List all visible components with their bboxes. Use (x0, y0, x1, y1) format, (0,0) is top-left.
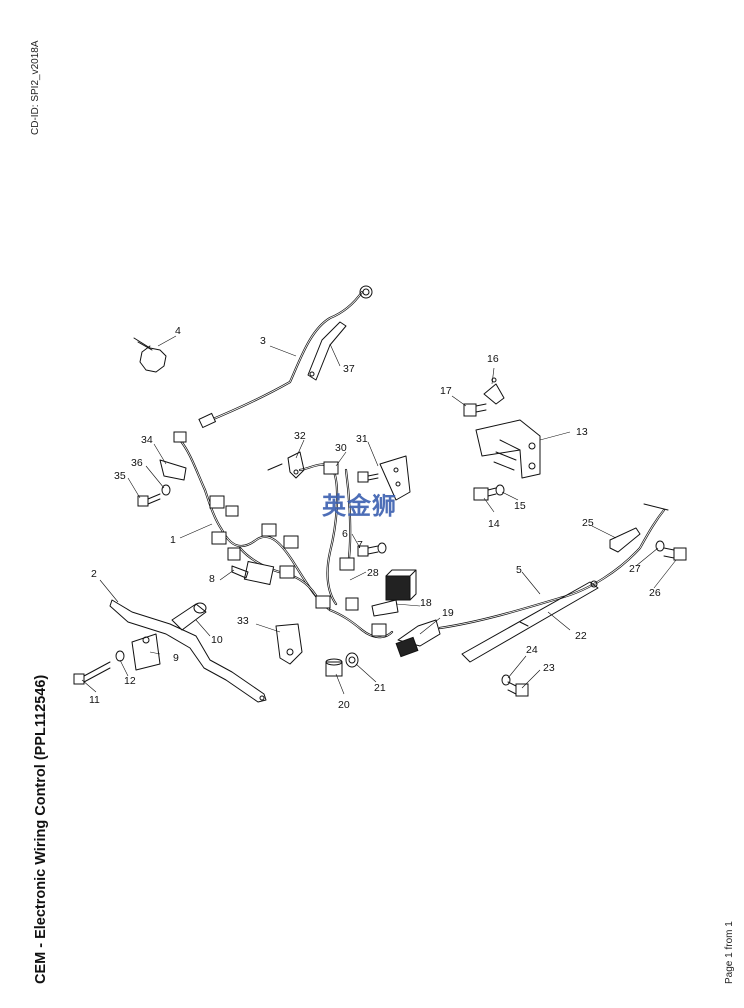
callout-25: 25 (582, 517, 594, 529)
part-5-bracket (461, 580, 599, 663)
part-4-cable-tie (133, 337, 167, 373)
callout-27: 27 (629, 563, 641, 575)
part-23-bolt (507, 681, 529, 697)
leader-lines (81, 335, 677, 695)
part-28-module (385, 569, 417, 601)
part-25-bracket (609, 527, 641, 553)
callout-28: 28 (367, 567, 379, 579)
callout-22: 22 (575, 630, 587, 642)
part-13-bracket (475, 419, 541, 479)
part-9-bracket (131, 633, 161, 671)
callout-10: 10 (211, 634, 223, 646)
callout-23: 23 (543, 662, 555, 674)
part-8-relay (231, 560, 275, 586)
callout-1: 1 (170, 534, 176, 546)
callout-17: 17 (440, 385, 452, 397)
part-37-bracket (307, 321, 347, 381)
callout-20: 20 (338, 699, 350, 711)
callout-30: 30 (335, 442, 347, 454)
part-26-bolt (663, 547, 687, 561)
part-12-washer (115, 650, 125, 662)
part-36-washer (161, 484, 171, 496)
callout-6: 6 (342, 528, 348, 540)
callout-32: 32 (294, 430, 306, 442)
part-21-washer (345, 652, 359, 668)
watermark-text: 英金狮 (322, 492, 397, 520)
part-17-bolt (463, 403, 487, 417)
part-20-bolt (325, 658, 343, 677)
part-31-bracket (379, 455, 411, 501)
part-19-connector (395, 503, 669, 658)
part-1-main-harness (173, 431, 394, 639)
part-15-washer (495, 484, 505, 496)
part-16-clip (483, 377, 505, 405)
callout-31: 31 (356, 433, 368, 445)
callout-19: 19 (442, 607, 454, 619)
callout-16: 16 (487, 353, 499, 365)
part-27-washer (655, 540, 665, 552)
part-18-clip (371, 599, 399, 617)
page-number: Page 1 from 1 (724, 921, 735, 984)
callout-5: 5 (516, 564, 522, 576)
callout-4: 4 (175, 325, 181, 337)
callouts: 1 2 3 4 5 6 7 8 9 10 11 12 13 14 15 16 1… (89, 325, 661, 711)
part-6-screw (357, 545, 379, 557)
callout-2: 2 (91, 568, 97, 580)
callout-21: 21 (374, 682, 386, 694)
callout-34: 34 (141, 434, 153, 446)
part-30-screw (357, 471, 379, 483)
part-10-bushing (171, 602, 207, 631)
callout-13: 13 (576, 426, 588, 438)
callout-11: 11 (89, 694, 100, 706)
callout-15: 15 (514, 500, 526, 512)
part-2-bracket (109, 599, 267, 703)
part-24-washer (501, 674, 511, 686)
callout-14: 14 (488, 518, 500, 530)
callout-35: 35 (114, 470, 126, 482)
callout-36: 36 (131, 457, 143, 469)
callout-24: 24 (526, 644, 538, 656)
callout-9: 9 (173, 652, 179, 664)
part-33-bracket (275, 623, 303, 665)
part-3-cable (198, 285, 373, 429)
callout-18: 18 (420, 597, 432, 609)
callout-3: 3 (260, 335, 266, 347)
part-11-bolt (73, 661, 111, 685)
callout-26: 26 (649, 587, 661, 599)
callout-7: 7 (357, 539, 363, 551)
part-34-bracket (159, 459, 187, 481)
part-14-bolt (473, 487, 497, 501)
part-35-bolt (137, 493, 161, 507)
callout-12: 12 (124, 675, 136, 687)
cd-id-label: CD-ID: SPI2_v2018A (30, 40, 41, 136)
callout-37: 37 (343, 363, 355, 375)
page-title: CEM - Electronic Wiring Control (PPL1125… (33, 674, 49, 984)
callout-33: 33 (237, 615, 249, 627)
part-32-clip (267, 451, 305, 479)
callout-8: 8 (209, 573, 215, 585)
part-7-washer (377, 542, 387, 554)
